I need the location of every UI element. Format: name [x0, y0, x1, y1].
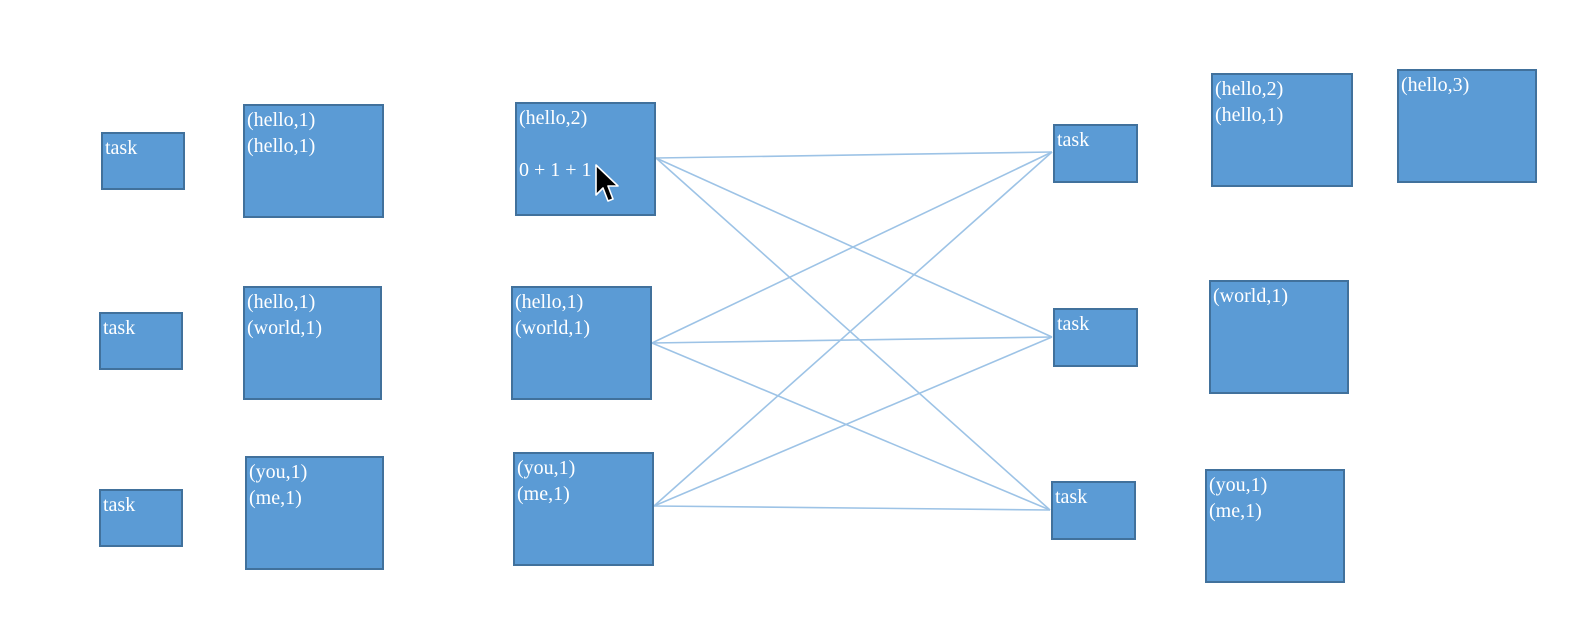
combined-box: (hello,2) 0 + 1 + 1	[515, 102, 656, 216]
pair-label: (world,1)	[247, 317, 322, 339]
task-label: task	[1057, 129, 1090, 151]
connector-line	[651, 342, 1051, 511]
task-label: task	[1057, 313, 1090, 335]
connector-line	[655, 151, 1053, 159]
task-label: task	[103, 494, 136, 516]
pair-label: (hello,2)	[1215, 78, 1284, 100]
map-task-box: task	[99, 489, 183, 547]
task-label: task	[1055, 486, 1088, 508]
task-label: task	[103, 317, 136, 339]
reduce-input-box: (world,1)	[1209, 280, 1349, 394]
map-output-box: (you,1) (me,1)	[245, 456, 384, 570]
pair-label: (world,1)	[1213, 285, 1288, 307]
connector-line	[653, 336, 1053, 507]
arrow-cursor-icon	[595, 164, 619, 202]
map-output-box: (hello,1) (world,1)	[243, 286, 382, 400]
connector-line	[653, 505, 1051, 511]
sum-expression: 0 + 1 + 1	[519, 159, 592, 181]
map-task-box: task	[101, 132, 185, 190]
pair-label: (world,1)	[515, 317, 590, 339]
task-label: task	[105, 137, 138, 159]
final-output-box: (hello,3)	[1397, 69, 1537, 183]
reduce-task-box: task	[1053, 308, 1138, 367]
combined-box: (you,1) (me,1)	[513, 452, 654, 566]
pair-label: (me,1)	[517, 483, 570, 505]
pair-label: (hello,1)	[247, 291, 316, 313]
reduce-input-box: (you,1) (me,1)	[1205, 469, 1345, 583]
pair-label: (you,1)	[249, 461, 308, 483]
connector-line	[653, 151, 1053, 507]
pair-label: (me,1)	[1209, 500, 1262, 522]
connector-line	[651, 336, 1053, 344]
reduce-task-box: task	[1053, 124, 1138, 183]
connector-line	[655, 157, 1051, 511]
pair-label: (hello,2)	[519, 107, 588, 129]
pair-label: (hello,1)	[1215, 104, 1284, 126]
pair-label: (you,1)	[1209, 474, 1268, 496]
connector-line	[655, 157, 1053, 338]
pair-label: (hello,3)	[1401, 74, 1470, 96]
pair-label: (me,1)	[249, 487, 302, 509]
combined-box: (hello,1) (world,1)	[511, 286, 652, 400]
map-task-box: task	[99, 312, 183, 370]
pair-label: (hello,1)	[247, 109, 316, 131]
reduce-input-box: (hello,2) (hello,1)	[1211, 73, 1353, 187]
pair-label: (hello,1)	[247, 135, 316, 157]
connector-line	[651, 151, 1053, 344]
reduce-task-box: task	[1051, 481, 1136, 540]
map-output-box: (hello,1) (hello,1)	[243, 104, 384, 218]
pair-label: (hello,1)	[515, 291, 584, 313]
pair-label: (you,1)	[517, 457, 576, 479]
blank-line	[519, 131, 652, 157]
